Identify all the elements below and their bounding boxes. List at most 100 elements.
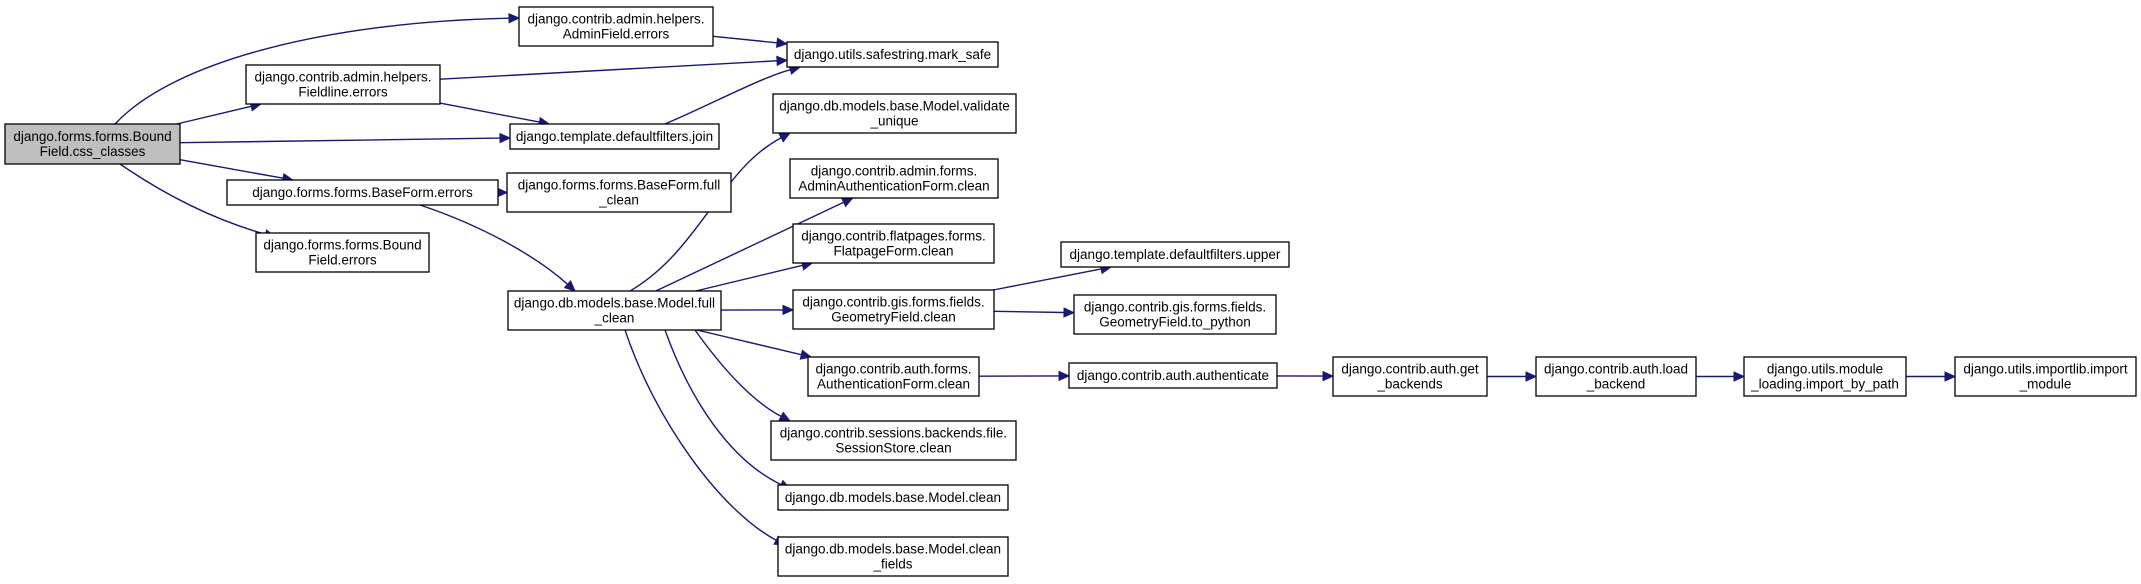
node-box [255,232,430,273]
node-label-line: _loading.import_by_path [1750,377,1899,392]
edge-root-to-join [179,137,501,144]
node-label-line: Field.errors [308,253,377,268]
edge-fieldline_errors-to-join [439,102,540,123]
node-box [786,41,999,68]
node-adminfield-errors[interactable]: django.contrib.admin.helpers.AdminField.… [518,6,714,47]
arrowhead-model_full_clean-to-geometry_clean [782,304,795,316]
node-label-line: AdminField.errors [563,27,670,42]
node-label-line: django.contrib.gis.forms.fields. [1084,300,1266,315]
node-label-line: _clean [598,193,639,208]
node-baseform-errors[interactable]: django.forms.forms.BaseForm.errors [226,179,499,206]
node-label-line: AdminAuthenticationForm.clean [798,179,989,194]
node-label-line: django.contrib.auth.authenticate [1077,368,1269,383]
node-label-line: django.template.defaultfilters.join [516,129,713,144]
node-label-line: django.contrib.auth.load [1544,362,1688,377]
node-mark-safe[interactable]: django.utils.safestring.mark_safe [786,41,999,68]
node-box [770,420,1017,461]
node-label-line: django.contrib.gis.forms.fields. [802,295,984,310]
node-label-line: django.db.models.base.Model.clean [785,490,1001,505]
node-label-line: django.contrib.admin.helpers. [527,12,704,27]
edge-model_full_clean-to-auth_form_clean [696,329,802,356]
edge-root-to-boundfield_errors [119,163,266,235]
node-box [1332,356,1488,397]
arrowhead-geometry_clean-to-geometry_to_python [1063,307,1076,318]
node-label-line: django.db.models.base.Model.validate [779,99,1009,114]
arrowhead-fieldline_errors-to-mark_safe [776,55,789,67]
edge-model_full_clean-to-model_clean [664,329,782,486]
node-label-line: django.forms.forms.BaseForm.full [518,178,721,193]
node-label-line: django.contrib.admin.forms. [811,164,978,179]
edge-geometry_clean-to-geometry_to_python [993,310,1065,314]
node-model-full-clean[interactable]: django.db.models.base.Model.full_clean [507,290,722,331]
node-flatpage-form-clean[interactable]: django.contrib.flatpages.forms.FlatpageF… [792,223,995,264]
node-box [1073,294,1277,335]
node-box [1068,362,1278,389]
node-session-store-clean[interactable]: django.contrib.sessions.backends.file.Se… [770,420,1017,461]
arrowhead-model_full_clean-to-admin_auth_form_clean [840,197,854,208]
node-box [777,536,1009,577]
node-geometry-clean[interactable]: django.contrib.gis.forms.fields.Geometry… [792,289,995,330]
node-label-line: django.contrib.flatpages.forms. [801,229,986,244]
arrowhead-authenticate-to-get_backends [1322,370,1335,382]
node-model-clean[interactable]: django.db.models.base.Model.clean [777,484,1009,511]
node-label-line: django.forms.forms.BaseForm.errors [252,185,473,200]
node-label-line: _module [2019,377,2072,392]
node-fieldline-errors[interactable]: django.contrib.admin.helpers.Fieldline.e… [245,64,441,105]
node-label-line: GeometryField.clean [831,310,956,325]
node-box [792,223,995,264]
node-label-line: _backend [1586,377,1646,392]
node-admin-auth-form-clean[interactable]: django.contrib.admin.forms.AdminAuthenti… [789,158,999,199]
node-join[interactable]: django.template.defaultfilters.join [509,123,720,150]
node-box [245,64,441,105]
node-label-line: _backends [1376,377,1443,392]
arrowhead-get_backends-to-load_backend [1525,371,1538,382]
node-label-line: Field.css_classes [40,144,146,159]
node-upper[interactable]: django.template.defaultfilters.upper [1060,241,1290,268]
node-authenticate[interactable]: django.contrib.auth.authenticate [1068,362,1278,389]
edge-model_full_clean-to-session_store_clean [694,329,782,418]
node-label-line: GeometryField.to_python [1099,315,1251,330]
node-box [772,93,1017,134]
edges-layer [114,12,1957,546]
arrowhead-model_full_clean-to-validate_unique [778,132,792,143]
node-label-line: _clean [594,311,635,326]
edge-model_full_clean-to-flatpage_form_clean [695,264,803,292]
edge-geometry_clean-to-upper [993,268,1102,291]
arrowhead-baseform_errors-to-model_full_clean [563,280,576,292]
node-box [507,290,722,331]
node-load-backend[interactable]: django.contrib.auth.load_backend [1535,356,1697,397]
node-box [509,123,720,150]
arrowhead-auth_form_clean-to-authenticate [1058,370,1071,382]
node-label-line: django.utils.importlib.import [1963,362,2128,377]
arrowhead-root-to-join [499,132,512,144]
node-auth-form-clean[interactable]: django.contrib.auth.forms.Authentication… [807,356,980,397]
edge-model_full_clean-to-model_clean_fields [624,329,777,541]
node-box [4,123,181,165]
node-label-line: django.contrib.sessions.backends.file. [780,426,1007,441]
node-box [1954,356,2137,397]
node-label-line: _unique [869,114,918,129]
node-box [1060,241,1290,268]
node-label-line: django.template.defaultfilters.upper [1070,247,1281,262]
node-root[interactable]: django.forms.forms.BoundField.css_classe… [4,123,181,165]
node-model-clean-fields[interactable]: django.db.models.base.Model.clean_fields [777,536,1009,577]
node-box [518,6,714,47]
node-box [777,484,1009,511]
edge-root-to-adminfield_errors [114,17,510,125]
node-geometry-to-python[interactable]: django.contrib.gis.forms.fields.Geometry… [1073,294,1277,335]
node-validate-unique[interactable]: django.db.models.base.Model.validate_uni… [772,93,1017,134]
node-box [792,289,995,330]
node-baseform-full-clean[interactable]: django.forms.forms.BaseForm.full_clean [506,172,732,213]
node-get-backends[interactable]: django.contrib.auth.get_backends [1332,356,1488,397]
edge-root-to-baseform_errors [179,159,284,179]
node-label-line: django.db.models.base.Model.full [514,296,715,311]
node-box [226,179,499,206]
edge-fieldline_errors-to-mark_safe [439,60,778,80]
node-box [1535,356,1697,397]
node-label-line: django.contrib.admin.helpers. [254,70,431,85]
node-import-module[interactable]: django.utils.importlib.import_module [1954,356,2137,397]
node-import-by-path[interactable]: django.utils.module_loading.import_by_pa… [1743,356,1907,397]
node-label-line: django.db.models.base.Model.clean [785,542,1001,557]
